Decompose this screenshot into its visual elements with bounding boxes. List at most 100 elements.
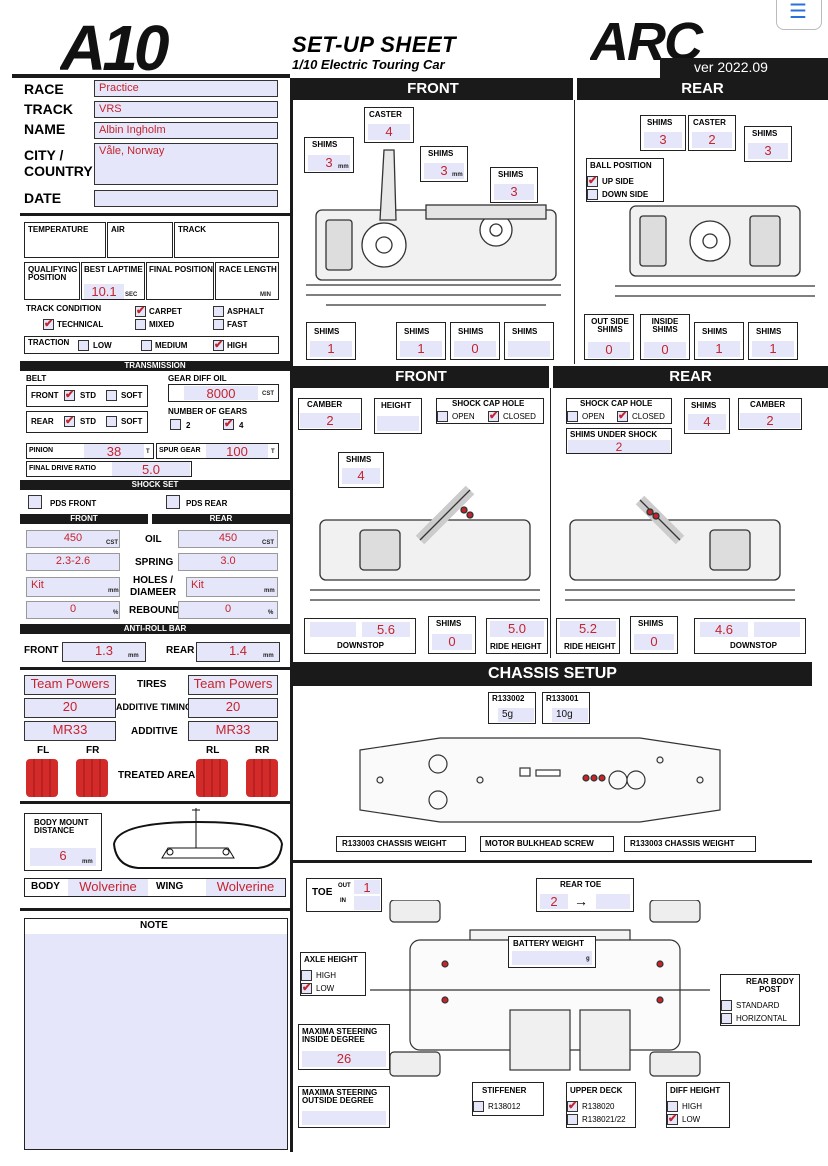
- traction-low-checkbox[interactable]: [78, 340, 89, 351]
- front-bottom-shims-3-input[interactable]: 0: [454, 341, 496, 357]
- pds-front-checkbox[interactable]: [28, 495, 42, 509]
- tire-fl[interactable]: [26, 759, 58, 797]
- qualifying-box[interactable]: [24, 262, 80, 300]
- front-side-shims-input[interactable]: 4: [342, 468, 380, 484]
- air-box[interactable]: [107, 222, 173, 258]
- tire-fr[interactable]: [76, 759, 108, 797]
- front-bottom-shims-1-input[interactable]: 1: [310, 341, 352, 357]
- front-open-checkbox[interactable]: [437, 411, 448, 422]
- carpet-checkbox[interactable]: ✔: [135, 305, 146, 317]
- arb-front-input[interactable]: 1.3: [62, 642, 146, 662]
- belt-rear-std-checkbox[interactable]: ✔: [64, 415, 75, 427]
- axle-low-checkbox[interactable]: ✔: [301, 982, 312, 994]
- city-input[interactable]: Våle, Norway: [94, 143, 278, 185]
- rear-holes-input[interactable]: Kit: [186, 577, 278, 597]
- body-post-horizontal-checkbox[interactable]: [721, 1013, 732, 1024]
- asphalt-checkbox[interactable]: [213, 306, 224, 317]
- front-ride-height-input[interactable]: 5.0: [490, 621, 544, 637]
- rear-timing-input[interactable]: 20: [188, 698, 278, 718]
- best-laptime-input[interactable]: 10.1: [84, 284, 124, 299]
- weight-r133002-input[interactable]: 5g: [498, 708, 534, 722]
- front-rebound-input[interactable]: 0: [26, 601, 120, 619]
- spur-input[interactable]: 100: [206, 444, 268, 458]
- belt-front-std-checkbox[interactable]: ✔: [64, 389, 75, 401]
- stiffener-checkbox[interactable]: [473, 1101, 484, 1112]
- belt-front-soft-checkbox[interactable]: [106, 390, 117, 401]
- rear-outside-shims-input[interactable]: 0: [588, 342, 630, 358]
- front-closed-checkbox[interactable]: ✔: [488, 410, 499, 422]
- rear-spring-input[interactable]: 3.0: [178, 553, 278, 571]
- rear-downstop-inner[interactable]: [754, 622, 800, 637]
- technical-checkbox[interactable]: ✔: [43, 318, 54, 330]
- front-spring-input[interactable]: 2.3-2.6: [26, 553, 120, 571]
- tire-rl[interactable]: [196, 759, 228, 797]
- rear-inside-shims-input[interactable]: 0: [644, 342, 686, 358]
- front-bottom-shims-2-input[interactable]: 1: [400, 341, 442, 357]
- rear-ride-height-input[interactable]: 5.2: [560, 621, 616, 637]
- gear-diff-oil-input[interactable]: 8000: [184, 386, 258, 400]
- rear-oil-input[interactable]: 450: [178, 530, 278, 548]
- upper-deck-1-checkbox[interactable]: ✔: [567, 1100, 578, 1112]
- front-tire-input[interactable]: Team Powers: [24, 675, 116, 695]
- pinion-input[interactable]: 38: [84, 444, 144, 458]
- name-input[interactable]: Albin Ingholm: [94, 122, 278, 139]
- menu-button[interactable]: ☰: [776, 0, 822, 30]
- gears-2-checkbox[interactable]: [170, 419, 181, 430]
- rear-bottom-shims-1-input[interactable]: 1: [698, 341, 740, 357]
- traction-high-checkbox[interactable]: ✔: [213, 339, 224, 351]
- race-input[interactable]: Practice: [94, 80, 278, 97]
- rear-shims-1-input[interactable]: 3: [644, 132, 682, 148]
- front-shims-1-input[interactable]: 3: [308, 155, 350, 171]
- front-timing-input[interactable]: 20: [24, 698, 116, 718]
- rear-side-shims-input[interactable]: 4: [688, 414, 726, 430]
- rear-downstop-input[interactable]: 4.6: [700, 622, 748, 637]
- date-input[interactable]: [94, 190, 278, 207]
- temperature-box[interactable]: [24, 222, 106, 258]
- front-holes-input[interactable]: Kit: [26, 577, 120, 597]
- front-downstop-input[interactable]: 5.6: [362, 622, 410, 637]
- axle-high-checkbox[interactable]: [301, 970, 312, 981]
- rear-rebound-input[interactable]: 0: [178, 601, 278, 619]
- front-camber-input[interactable]: 2: [300, 413, 360, 428]
- note-input[interactable]: [25, 934, 287, 1149]
- belt-rear-soft-checkbox[interactable]: [106, 416, 117, 427]
- rear-caster-input[interactable]: 2: [692, 132, 732, 148]
- fdr-input[interactable]: 5.0: [112, 462, 190, 476]
- body-input[interactable]: Wolverine: [68, 879, 148, 896]
- steer-inside-input[interactable]: 26: [302, 1051, 386, 1067]
- rear-closed-checkbox[interactable]: ✔: [617, 410, 628, 422]
- arb-rear-input[interactable]: 1.4: [196, 642, 280, 662]
- ball-down-checkbox[interactable]: [587, 189, 598, 200]
- rear-shims-2-input[interactable]: 3: [748, 143, 788, 159]
- steer-outside-input[interactable]: [302, 1111, 386, 1125]
- front-caster-input[interactable]: 4: [368, 124, 410, 140]
- battery-weight-input[interactable]: [512, 951, 592, 965]
- rear-additive-input[interactable]: MR33: [188, 721, 278, 741]
- upper-deck-2-checkbox[interactable]: [567, 1114, 578, 1125]
- toe-in-input[interactable]: [354, 896, 380, 910]
- rear-bottom-shims-2-input[interactable]: 1: [752, 341, 794, 357]
- tire-rr[interactable]: [246, 759, 278, 797]
- front-additive-input[interactable]: MR33: [24, 721, 116, 741]
- front-shims-3-input[interactable]: 3: [494, 184, 534, 200]
- final-position-box[interactable]: [146, 262, 214, 300]
- body-mount-input[interactable]: 6: [30, 848, 96, 866]
- rear-open-checkbox[interactable]: [567, 411, 578, 422]
- front-side-bottom-shims-input[interactable]: 0: [432, 634, 472, 650]
- track-temp-box[interactable]: [174, 222, 279, 258]
- rear-under-shock-input[interactable]: 2: [568, 440, 670, 453]
- diff-low-checkbox[interactable]: ✔: [667, 1113, 678, 1125]
- weight-r133001-input[interactable]: 10g: [552, 708, 588, 722]
- rear-toe-input[interactable]: 2: [540, 894, 568, 909]
- pds-rear-checkbox[interactable]: [166, 495, 180, 509]
- body-post-standard-checkbox[interactable]: [721, 1000, 732, 1011]
- rear-tire-input[interactable]: Team Powers: [188, 675, 278, 695]
- race-length-box[interactable]: [215, 262, 279, 300]
- front-height-input[interactable]: [377, 416, 419, 431]
- front-shims-2-input[interactable]: 3: [424, 163, 464, 179]
- toe-out-input[interactable]: 1: [354, 880, 380, 894]
- track-input[interactable]: VRS: [94, 101, 278, 118]
- rear-side-bottom-shims-input[interactable]: 0: [634, 634, 674, 650]
- traction-medium-checkbox[interactable]: [141, 340, 152, 351]
- front-downstop-inner[interactable]: [310, 622, 356, 637]
